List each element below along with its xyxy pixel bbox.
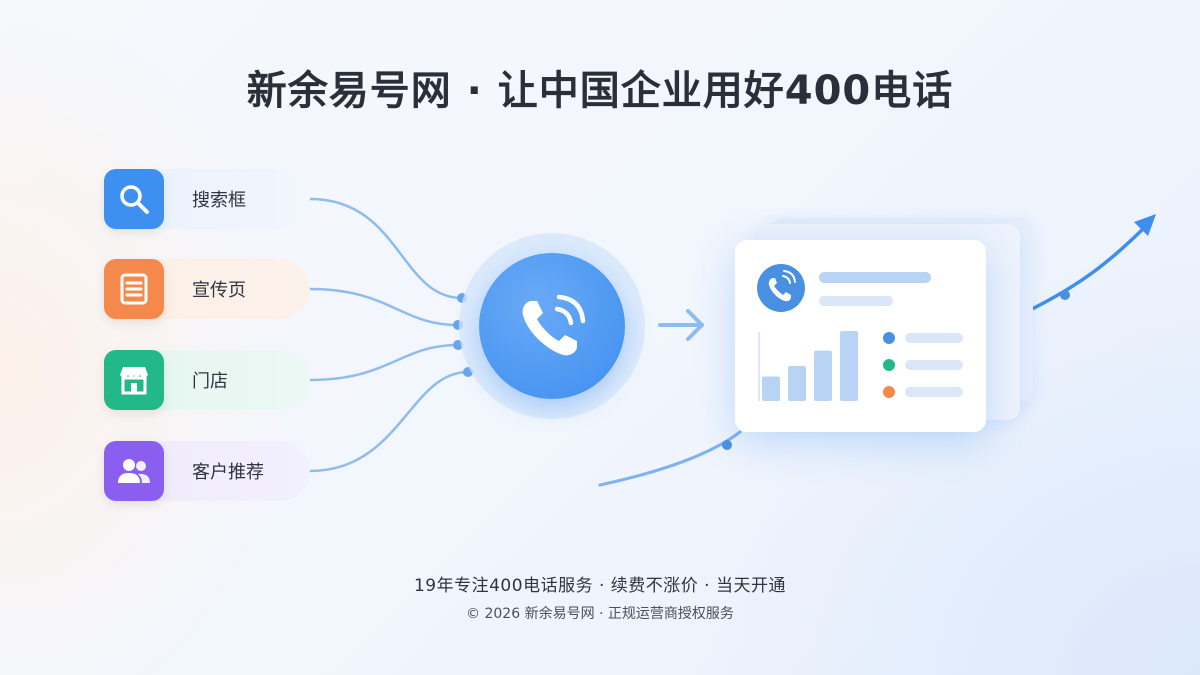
growth-arrowhead	[1134, 214, 1156, 236]
source-referral: 客户推荐	[104, 441, 310, 501]
dashboard-card	[735, 240, 986, 432]
footer-copyright: © 2026 新余易号网 · 正规运营商授权服务	[466, 606, 734, 622]
dashboard-header-line	[819, 272, 931, 283]
connector-referral	[308, 370, 470, 473]
legend-dot	[883, 332, 895, 344]
source-promo-page: 宣传页	[104, 259, 310, 319]
growth-dot	[722, 440, 732, 450]
connector-store	[308, 343, 460, 382]
phone-call-icon	[757, 264, 805, 312]
dashboard-header-line	[819, 296, 893, 306]
legend-line	[905, 387, 963, 397]
page-title: 新余易号网 · 让中国企业用好400电话	[246, 68, 954, 114]
phone-call-icon	[479, 253, 625, 399]
dashboard-legend	[883, 332, 963, 398]
growth-dot	[1060, 290, 1070, 300]
source-label: 搜索框	[192, 190, 246, 211]
legend-dot	[883, 359, 895, 371]
dashboard-bars	[762, 331, 858, 401]
connector-promo	[308, 287, 460, 327]
source-store: 门店	[104, 350, 310, 410]
source-label: 宣传页	[192, 280, 246, 301]
legend-line	[905, 360, 963, 370]
legend-dot	[883, 386, 895, 398]
search-icon	[104, 169, 164, 229]
footer-tagline: 19年专注400电话服务 · 续费不涨价 · 当天开通	[413, 576, 786, 596]
dashboard-bar	[814, 350, 832, 401]
growth-curve	[598, 430, 742, 487]
connector-search	[308, 197, 464, 300]
legend-line	[905, 333, 963, 343]
source-label: 客户推荐	[192, 462, 264, 483]
store-icon	[104, 350, 164, 410]
dashboard-bar	[840, 331, 858, 401]
source-label: 门店	[192, 371, 228, 392]
growth-curve-upper	[1028, 222, 1150, 312]
document-icon	[104, 259, 164, 319]
source-search: 搜索框	[104, 169, 310, 229]
users-icon	[104, 441, 164, 501]
dashboard-bar	[762, 376, 780, 401]
flow-arrow	[658, 309, 704, 341]
dashboard-bar	[788, 366, 806, 401]
